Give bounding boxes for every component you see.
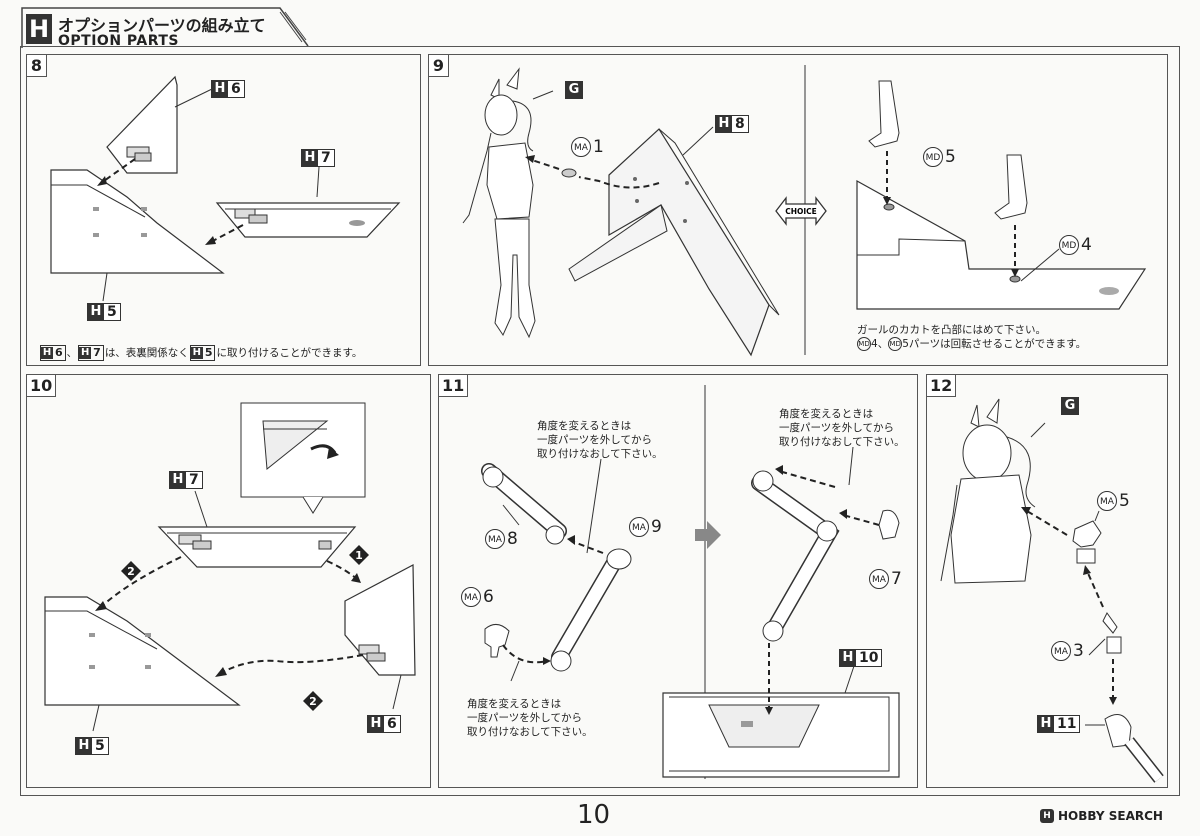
svg-text:1: 1 <box>355 549 363 562</box>
step-number: 12 <box>927 375 957 397</box>
svg-text:2: 2 <box>309 695 317 708</box>
watermark: H HOBBY SEARCH <box>1040 809 1163 823</box>
step-9-note: ガールのカカトを凸部にはめて下さい。 MD4、MD5パーツは回転させることができ… <box>857 324 1087 351</box>
step-11-panel: 11 <box>438 374 918 788</box>
header-tab-shape <box>21 7 309 48</box>
section-letter: H <box>26 14 52 44</box>
step-12-illustration <box>940 398 1164 783</box>
brand-name: HOBBY SEARCH <box>1058 809 1163 823</box>
step-number: 8 <box>27 55 47 77</box>
step-11-note-bottom: 角度を変えるときは一度パーツを外してから取り付けなおして下さい。 <box>467 698 593 738</box>
svg-text:2: 2 <box>127 565 135 578</box>
step-9-illustration <box>462 65 1147 357</box>
step-11-illustration <box>481 385 900 779</box>
choice-badge: CHOICE <box>775 196 827 226</box>
page-number: 10 <box>577 800 611 830</box>
step-8-illustration <box>50 75 401 302</box>
step-10-panel: 10 2 1 2 <box>26 374 431 788</box>
svg-text:CHOICE: CHOICE <box>785 207 817 216</box>
section-title-en: OPTION PARTS <box>58 33 180 49</box>
part-tag-g: G <box>565 81 583 99</box>
step-11-note-top-right: 角度を変えるときは一度パーツを外してから取り付けなおして下さい。 <box>779 408 905 448</box>
part-tag-g: G <box>1061 397 1079 415</box>
section-title-jp: オプションパーツの組み立て <box>58 16 266 35</box>
step-number: 11 <box>439 375 469 397</box>
instruction-frame <box>20 46 1180 796</box>
step-10-illustration: 2 1 2 <box>44 402 416 732</box>
step-9-panel: 9 <box>428 54 1168 366</box>
step-11-note-top-left: 角度を変えるときは一度パーツを外してから取り付けなおして下さい。 <box>537 420 663 460</box>
brand-logo-icon: H <box>1040 809 1054 823</box>
step-number: 9 <box>429 55 449 77</box>
step-number: 10 <box>27 375 57 397</box>
